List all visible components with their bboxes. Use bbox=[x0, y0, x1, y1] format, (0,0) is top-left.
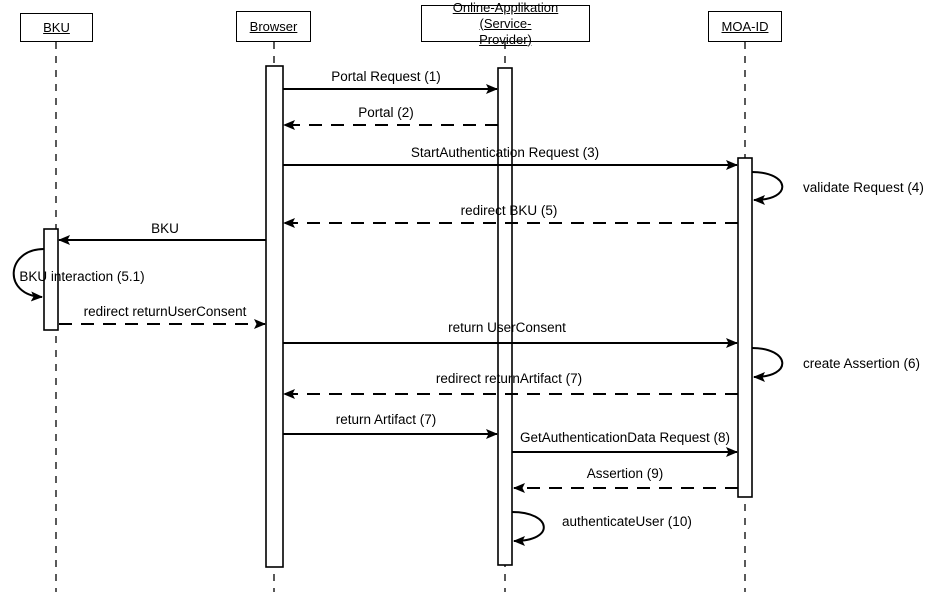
participant-box-online-applikation[interactable]: Online-Applikation (Service- Provider) bbox=[421, 0, 590, 47]
message-label-portal: Portal (2) bbox=[358, 105, 414, 120]
message-label-startauthentication-request: StartAuthentication Request (3) bbox=[410, 145, 600, 160]
activation-bku bbox=[43, 228, 59, 331]
participant-label-browser: Browser bbox=[249, 18, 298, 34]
message-arrow-create-assertion bbox=[751, 347, 784, 382]
participant-label-bku: BKU bbox=[43, 19, 70, 35]
participant-box-browser[interactable]: Browser bbox=[236, 11, 311, 42]
participant-box-bku[interactable]: BKU bbox=[20, 13, 93, 42]
message-label-redirect-returnuserconsent: redirect returnUserConsent bbox=[83, 304, 247, 319]
activation-bars bbox=[43, 65, 753, 568]
message-label-return-artifact: return Artifact (7) bbox=[335, 412, 437, 427]
activation-oa bbox=[497, 67, 513, 566]
message-label-redirect-bku: redirect BKU (5) bbox=[460, 203, 558, 218]
message-label-getauthenticationdata-request: GetAuthenticationData Request (8) bbox=[519, 430, 731, 445]
message-label-authenticateuser: authenticateUser (10) bbox=[562, 514, 692, 529]
message-label-return-userconsent: return UserConsent bbox=[448, 320, 566, 335]
participant-label-online-applikation: Online-Applikation (Service- Provider) bbox=[452, 0, 559, 47]
message-label-assertion: Assertion (9) bbox=[586, 466, 664, 481]
participant-label-moa-id: MOA-ID bbox=[721, 18, 769, 34]
message-label-bku-interaction: BKU interaction (5.1) bbox=[19, 269, 145, 284]
message-arrows bbox=[12, 84, 784, 546]
message-arrow-validate-request bbox=[751, 171, 784, 205]
message-arrow-authenticateuser bbox=[511, 511, 545, 546]
message-label-create-assertion: create Assertion (6) bbox=[803, 356, 921, 371]
message-label-redirect-returnartifact: redirect returnArtifact (7) bbox=[435, 371, 583, 386]
participant-box-moa-id[interactable]: MOA-ID bbox=[708, 11, 782, 42]
activation-browser bbox=[265, 65, 284, 568]
activation-moaid bbox=[737, 157, 753, 498]
message-label-validate-request: validate Request (4) bbox=[803, 180, 924, 195]
message-arrow-bku-interaction bbox=[12, 248, 45, 302]
message-label-bku: BKU bbox=[151, 221, 179, 236]
message-label-portal-request: Portal Request (1) bbox=[331, 69, 441, 84]
